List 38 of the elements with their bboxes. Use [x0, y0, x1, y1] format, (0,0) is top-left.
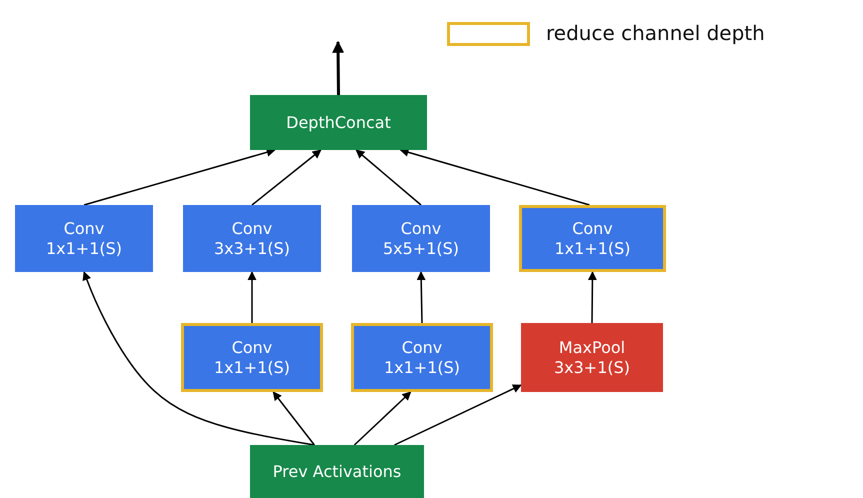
layer-label: MaxPool — [558, 338, 626, 358]
layer-label: 1x1+1(S) — [554, 238, 631, 258]
layer-box — [250, 445, 424, 498]
layer-label: Conv — [64, 218, 104, 238]
conv-layer-box — [351, 323, 493, 392]
arrow — [588, 271, 597, 323]
layer-label: 3x3+1(S) — [214, 238, 290, 258]
arrow — [332, 40, 344, 96]
layer-label: Conv — [572, 218, 613, 238]
arrow — [416, 271, 426, 324]
conv-layer-box — [183, 205, 321, 272]
arrow — [272, 391, 315, 446]
conv-layer-box — [15, 205, 153, 272]
arrow — [354, 391, 412, 446]
layer-label: Conv — [402, 338, 442, 358]
layer-label: DepthConcat — [286, 112, 391, 132]
arrow — [248, 271, 256, 323]
arrow — [394, 384, 522, 446]
pool-layer-box — [521, 323, 663, 392]
conv-layer-box — [181, 323, 323, 392]
arrow — [356, 149, 422, 206]
layer-label: 1x1+1(S) — [46, 238, 122, 258]
layer-label: 5x5+1(S) — [382, 238, 460, 258]
arrow — [400, 148, 590, 206]
layer-label: 1x1+1(S) — [384, 358, 460, 378]
layer-label: 3x3+1(S) — [554, 358, 630, 378]
arrow — [84, 148, 276, 206]
layer-label: 1x1+1(S) — [214, 358, 290, 378]
layer-label: Prev Activations — [272, 462, 402, 482]
layer-label: Conv — [400, 218, 442, 238]
conv-layer-box — [352, 205, 490, 272]
layer-box — [250, 95, 427, 150]
conv-layer-box — [519, 205, 666, 272]
layer-label: Conv — [232, 338, 272, 358]
legend-label: reduce channel depth — [546, 21, 765, 45]
arrow — [82, 271, 314, 446]
layer-label: Conv — [232, 218, 272, 238]
arrow — [252, 149, 322, 206]
